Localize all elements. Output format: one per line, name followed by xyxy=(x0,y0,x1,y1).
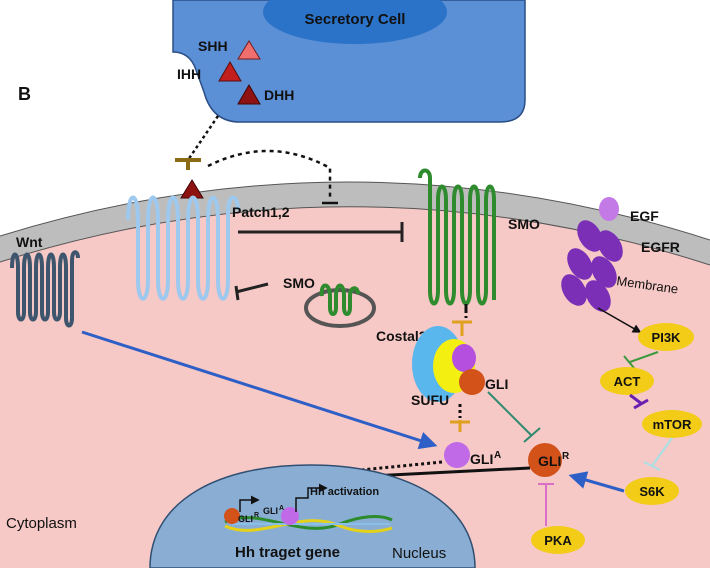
internalized-smo xyxy=(319,283,360,316)
nuclear-gli-r-sup: R xyxy=(254,512,259,519)
wnt-receptor xyxy=(10,250,80,328)
gli-a-label: GLI xyxy=(470,451,493,467)
s6k-activates-gli-r xyxy=(568,471,625,493)
pka-label: PKA xyxy=(544,533,572,548)
dhh-ligand-triangle xyxy=(237,84,261,105)
nuclear-gli-a-label: GLI xyxy=(263,506,278,516)
nuclear-gli-r xyxy=(224,508,240,524)
act-node xyxy=(600,367,654,395)
nuclear-gli-a xyxy=(281,507,299,525)
smo-label: SMO xyxy=(508,216,540,232)
bound-ligand-triangle xyxy=(180,179,204,199)
ihh-ligand-triangle xyxy=(218,61,242,82)
smo-vesicle xyxy=(304,288,376,328)
gli-complex-protein xyxy=(459,369,485,395)
egfr-receptor xyxy=(561,220,623,312)
gli-r-superscript: R xyxy=(562,451,570,462)
costal2-label: Costal2 xyxy=(376,328,427,344)
egf-label: EGF xyxy=(630,208,659,224)
cytoplasm-region xyxy=(0,204,710,568)
s6k-node xyxy=(625,477,679,505)
mtor-label: mTOR xyxy=(653,417,692,432)
ligand-receptor-blocker xyxy=(175,158,201,170)
hh-gene-label: Hh traget gene xyxy=(235,544,340,561)
patch-receptor xyxy=(126,195,240,301)
sufu-label: SUFU xyxy=(411,392,449,408)
gli-a-protein xyxy=(444,442,470,468)
nuclear-gli-a-sup: A xyxy=(279,505,284,512)
pi3k-label: PI3K xyxy=(652,330,682,345)
dna-strand-1 xyxy=(224,515,393,530)
gli-a-superscript: A xyxy=(494,450,501,461)
nuclear-gli-r-label: GLI xyxy=(238,514,253,524)
secretory-nucleus xyxy=(263,0,447,44)
wnt-label: Wnt xyxy=(16,234,43,250)
act-label: ACT xyxy=(614,374,641,389)
gli-r-label: GLI xyxy=(538,453,561,469)
egfr-label: EGFR xyxy=(641,239,680,255)
nucleus-label: Nucleus xyxy=(392,545,446,562)
ihh-label: IHH xyxy=(177,66,201,82)
egf-ligand xyxy=(599,197,619,221)
panel-label: B xyxy=(18,84,31,104)
patch-label: Patch1,2 xyxy=(232,204,290,220)
s6k-label: S6K xyxy=(639,484,665,499)
dna-strand-2 xyxy=(224,519,393,533)
dhh-label: DHH xyxy=(264,87,294,103)
secretory-cell xyxy=(172,0,526,123)
smo-vesicle-label: SMO xyxy=(283,275,315,291)
smo-receptor xyxy=(418,168,496,306)
mtor-node xyxy=(642,410,702,438)
gli-complex-label: GLI xyxy=(485,376,508,392)
cytoplasm-label: Cytoplasm xyxy=(6,515,77,532)
shh-ligand-triangle xyxy=(237,40,261,60)
secretory-cell-title: Secretory Cell xyxy=(305,11,406,28)
pi3k-node xyxy=(638,323,694,351)
wnt-activates-gli-a xyxy=(81,330,438,450)
gli-r-protein xyxy=(528,443,562,477)
shh-label: SHH xyxy=(198,38,228,54)
hh-activation-label: Hh activation xyxy=(310,486,379,498)
pka-node xyxy=(531,526,585,554)
nucleus xyxy=(149,464,476,568)
